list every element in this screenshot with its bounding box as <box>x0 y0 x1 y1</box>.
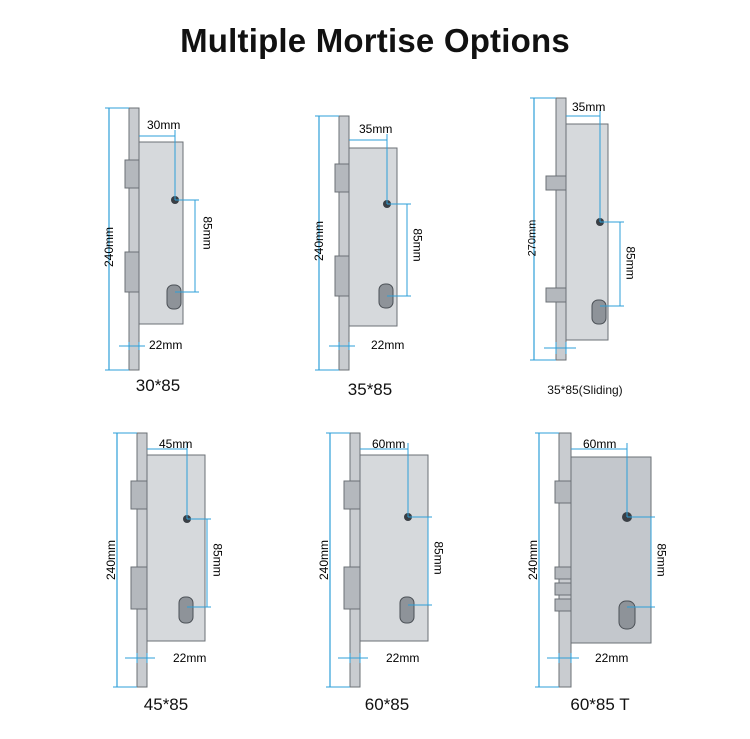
faceplate-label: 22mm <box>386 651 420 665</box>
dead-bolt <box>130 566 148 610</box>
mortise-60x85: 240mm 60mm 85mm 22mm 60*85 <box>310 425 460 715</box>
caption: 60*85 <box>364 695 410 714</box>
cylinder-hole <box>618 600 636 630</box>
faceplate-label: 22mm <box>173 651 207 665</box>
bolt-2 <box>554 582 572 596</box>
dead-bolt <box>334 255 350 297</box>
faceplate <box>349 432 361 688</box>
backset-label: 30mm <box>147 118 181 132</box>
backset-label: 45mm <box>159 437 193 451</box>
mortise-35x85-sliding-drawing <box>530 97 624 361</box>
faceplate-label: 22mm <box>371 338 405 352</box>
center-label: 85mm <box>210 543 225 577</box>
mortise-35x85-sliding: 270mm 35mm 85mm 35*85(Sliding) <box>510 92 650 397</box>
caption: 35*85 <box>347 380 393 399</box>
caption: 60*85 T <box>570 695 630 714</box>
faceplate-label: 22mm <box>149 338 183 352</box>
backset-label: 35mm <box>359 122 393 136</box>
lock-body <box>146 454 206 642</box>
height-label: 240mm <box>312 220 327 262</box>
bolt-1 <box>554 566 572 580</box>
caption: 30*85 <box>135 376 181 395</box>
height-label: 240mm <box>317 539 332 581</box>
latch-bolt <box>334 163 350 193</box>
faceplate <box>338 115 350 371</box>
height-label: 270mm <box>526 219 539 257</box>
backset-label: 60mm <box>372 437 406 451</box>
mortise-45x85: 240mm 45mm 85mm 22mm 45*85 <box>95 425 235 715</box>
dead-bolt <box>343 566 361 610</box>
faceplate-label: 22mm <box>595 651 629 665</box>
latch-bolt <box>554 480 572 504</box>
latch-bolt <box>124 159 140 189</box>
height-label: 240mm <box>102 226 117 268</box>
hook-bolt-bottom <box>545 287 567 303</box>
faceplate <box>555 97 567 361</box>
faceplate <box>558 432 572 688</box>
latch-bolt <box>343 480 361 510</box>
bolt-3 <box>554 598 572 612</box>
height-label: 240mm <box>526 539 541 581</box>
mortise-60x85-t-drawing <box>535 432 655 688</box>
mortise-60x85-drawing <box>326 432 432 688</box>
mortise-35x85-drawing <box>315 115 411 371</box>
latch-bolt <box>130 480 148 510</box>
lock-body <box>570 456 652 644</box>
center-label: 85mm <box>654 543 669 577</box>
mortise-60x85-t: 240mm 60mm 85mm 22mm 60*85 T <box>515 425 685 715</box>
faceplate <box>128 107 140 371</box>
hook-bolt-top <box>545 175 567 191</box>
height-label: 240mm <box>104 539 119 581</box>
lock-body <box>359 454 429 642</box>
caption: 45*85 <box>143 695 189 714</box>
center-label: 85mm <box>200 216 215 250</box>
cylinder-hole <box>591 299 607 325</box>
backset-label: 60mm <box>583 437 617 451</box>
page-title: Multiple Mortise Options <box>180 22 570 59</box>
center-label: 85mm <box>623 246 638 280</box>
mortise-45x85-drawing <box>113 432 211 688</box>
cylinder-hole <box>166 284 182 310</box>
faceplate <box>136 432 148 688</box>
cylinder-hole <box>399 596 415 624</box>
center-label: 85mm <box>431 541 446 575</box>
backset-label: 35mm <box>572 100 606 114</box>
cylinder-hole <box>178 596 194 624</box>
caption: 35*85(Sliding) <box>547 383 623 397</box>
dead-bolt <box>124 251 140 293</box>
mortise-30x85-drawing <box>105 107 199 371</box>
mortise-35x85: 240mm 35mm 85mm 22mm 35*85 <box>305 108 435 399</box>
center-label: 85mm <box>410 228 425 262</box>
mortise-30x85: 240mm 30mm 85mm 22mm 30*85 <box>95 100 225 395</box>
